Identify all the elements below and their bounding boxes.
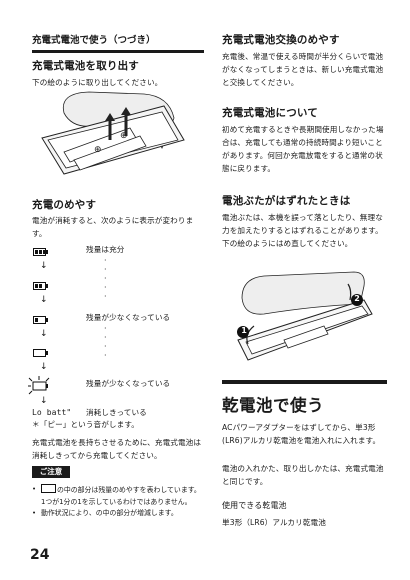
lobatt-display: Lo batt" [32, 408, 72, 417]
battery-empty-icon [33, 349, 49, 358]
battery-full-icon [33, 248, 49, 257]
replace-heading: 充電式電池交換のめやす [222, 34, 340, 46]
battery-cell [283, 325, 329, 349]
lid-text: 電池ぶたは、本機を誤って落としたり、無理な力を加えたりするとはずれることがありま… [222, 213, 383, 248]
lid-reattach-illustration [237, 271, 373, 361]
svg-text:⊕: ⊕ [120, 131, 128, 141]
battery-gauge-sequence: 残量は充分 ····· ↓ ↓ 残量が少なくなっている ···· ↓ ↓ 残量が… [0, 244, 205, 424]
lobatt-description: 消耗しきっている [86, 408, 147, 417]
battery-removal-illustration: ⊕ ⊕ [41, 91, 185, 175]
battery-one-third-icon [33, 316, 49, 325]
remove-heading: 充電式電池を取り出す [32, 60, 139, 72]
down-arrow-icon: ↓ [40, 362, 48, 372]
note-bullet-1: の中の部分は残量のめやすを表わしています。1つが1分の1を示しているわけではあり… [32, 484, 204, 508]
running-head-block: 充電式電池で使う（つづき） [32, 32, 204, 53]
curve-arrow-icon [347, 283, 352, 301]
dry-text-1: ACパワーアダプターをはずしてから、単3形(LR6)アルカリ乾電池を電池入れに入… [222, 423, 381, 445]
down-arrow-icon: ↓ [40, 295, 48, 305]
dry-title: 乾電池で使う [222, 396, 324, 415]
lid-heading: 電池ぶたがはずれたときは [222, 195, 351, 207]
long-life-tip: 充電式電池を長持ちさせるために、充電式電池は消耗しきってから充電してください。 [32, 438, 202, 460]
battery-cell-2 [73, 135, 147, 171]
note-bullet-list: の中の部分は残量のめやすを表わしています。1つが1分の1を示しているわけではあり… [32, 484, 204, 520]
replace-text: 充電後、常温で使える時間が半分くらいで電池がなくなってしまうときは、新しい充電式… [222, 52, 384, 87]
battery-two-thirds-icon [33, 282, 49, 291]
down-arrow-icon: ↓ [40, 261, 48, 271]
down-arrow-icon: ↓ [40, 396, 48, 406]
step-1-marker [237, 326, 249, 338]
step-2-label: 2 [354, 294, 360, 303]
remove-text: 下の絵のように取り出してください。 [32, 78, 163, 87]
page-number: 24 [30, 547, 50, 563]
gauge-level-5-label: 残量が少なくなっている [86, 379, 171, 388]
about-text: 初めて充電するときや長期間使用しなかった場合は、充電しても通常の持続時間より短い… [222, 125, 384, 173]
gauge-heading: 充電のめやす [32, 199, 97, 211]
running-head-rule [32, 50, 204, 53]
running-head: 充電式電池で使う（つづき） [32, 35, 156, 46]
step-2-marker [351, 294, 363, 306]
battery-blinking-icon [28, 376, 50, 395]
svg-text:⊕: ⊕ [94, 145, 102, 155]
usable-heading: 使用できる乾電池 [222, 501, 287, 510]
note-tag: ご注意 [32, 466, 70, 478]
about-heading: 充電式電池について [222, 107, 318, 119]
step-1-label: 1 [241, 326, 247, 335]
gauge-level-1-label: 残量は充分 [86, 245, 125, 254]
beep-note: ＊「ピー」という音がします。 [32, 420, 139, 429]
note-bullet-2: 動作状況により、の中の部分が増減します。 [32, 508, 204, 520]
gauge-text: 電池が消耗すると、次のように表示が変わります。 [32, 216, 194, 238]
gauge-dots: ····· [104, 256, 107, 301]
usable-battery: 単3形（LR6）アルカリ乾電池 [222, 518, 326, 527]
dry-text-2: 電池の入れかた、取り出しかたは、充電式電池と同じです。 [222, 464, 384, 486]
down-arrow-icon: ↓ [40, 329, 48, 339]
gauge-dots: ···· [104, 324, 107, 360]
section-rule [222, 380, 387, 384]
gauge-level-3-label: 残量が少なくなっている [86, 313, 171, 322]
battery-gauge-icon [41, 484, 56, 493]
